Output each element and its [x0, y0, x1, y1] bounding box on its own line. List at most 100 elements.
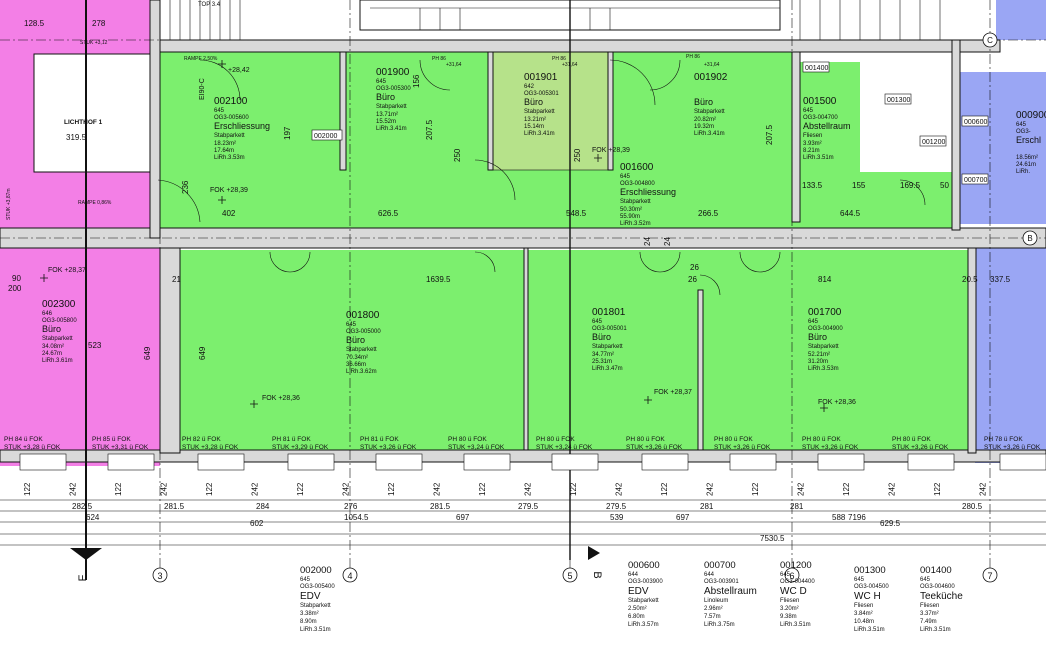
level-5: FOK +28,37: [654, 389, 692, 396]
room-perimeter: 15.14m: [524, 124, 544, 130]
room-floor: Stabparkett: [346, 347, 377, 353]
legend: 002000645OG3-005400EDVStabparkett3.38m²8…: [300, 560, 963, 633]
window-ph-label: PH 80 ü FOK: [714, 436, 753, 443]
dim-row4-value: 7530.5: [760, 534, 785, 543]
level-4: FOK +28,36: [262, 395, 300, 402]
room-ref: OG3-004700: [803, 115, 838, 121]
room-area: 3.93m²: [803, 141, 822, 147]
lichthof: [33, 53, 151, 173]
room-area: 34.77m²: [592, 352, 614, 358]
level-9: +31,64: [704, 62, 720, 68]
room-floor: Fliesen: [803, 133, 822, 139]
room-height: LiRh.3.61m: [42, 358, 73, 364]
legend-room-height: LiRh.3.57m: [628, 622, 659, 628]
window-ph-label: PH 80 ü FOK: [892, 436, 931, 443]
legend-room-perimeter: 7.49m: [920, 619, 937, 625]
partition-3: [607, 51, 614, 171]
legend-room-height: LiRh.3.51m: [780, 622, 811, 628]
legend-room-type: Teeküche: [920, 591, 963, 602]
room-area: 20.82m²: [694, 117, 716, 123]
legend-room-type: Abstellraum: [704, 586, 757, 597]
dim-row1-value: 242: [797, 482, 806, 496]
window-ph-label: PH 82 ü FOK: [182, 436, 221, 443]
window-stuk-label: STUK +3,26 ü FOK: [802, 444, 859, 451]
room-area: 50.30m²: [620, 207, 642, 213]
tag-002000: 002000: [314, 133, 337, 140]
room-number: 001900: [376, 67, 410, 78]
dim-row2-value: 280.5: [962, 502, 983, 511]
room-type: Abstellraum: [803, 121, 851, 131]
partition-2: [487, 51, 494, 171]
dim-row1-value: 122: [751, 482, 760, 496]
section-label-f: F: [77, 574, 89, 581]
tag-000600: 000600: [964, 119, 987, 126]
level-markers: +28,42 FOK +28,39 FOK +28,39 FOK +28,37 …: [48, 62, 856, 406]
window-stuk-label: STUK +3,24 ü FOK: [448, 444, 505, 451]
mdim-19: 24: [663, 237, 672, 246]
mdim-11: 200: [8, 284, 22, 293]
room-number: 001800: [346, 310, 380, 321]
window-ph-label: PH 84 ü FOK: [4, 436, 43, 443]
room-height: LiRh.3.41m: [376, 126, 407, 132]
partition-6: [697, 289, 704, 451]
legend-room-height: LiRh.3.51m: [300, 627, 331, 633]
dim-row1-value: 122: [205, 482, 214, 496]
window-niche: [551, 453, 599, 471]
legend-room-code: 644: [704, 572, 715, 578]
cdim-10: 169.5: [900, 181, 921, 190]
legend-room-area: 3.37m²: [920, 611, 939, 617]
window-niche: [287, 453, 335, 471]
section-arrow-f: [70, 548, 102, 560]
axis-label-b-right: B: [1027, 234, 1032, 243]
room-type: Büro: [694, 97, 713, 107]
cdim-3: 266.5: [698, 209, 719, 218]
room-height: LiRh.3.52m: [620, 221, 651, 227]
lichthof-label: LICHTHOF 1: [64, 119, 103, 126]
axis-label-5: 5: [567, 571, 572, 581]
window-ph-label: PH 78 ü FOK: [984, 436, 1023, 443]
dim-row2-value: 281: [700, 502, 714, 511]
room-labels: 002100645OG3-005600ErschliessungStabpark…: [42, 67, 1046, 375]
window-stuk-label: STUK +3,26 ü FOK: [984, 444, 1041, 451]
room-floor: Stabparkett: [42, 336, 73, 342]
room-type: Erschl: [1016, 135, 1041, 145]
legend-room-code: 645: [920, 577, 931, 583]
cdim-7: 337.5: [990, 275, 1011, 284]
axis-7-circle: [982, 567, 998, 583]
section-arrow-b: [588, 546, 600, 560]
legend-room-perimeter: 8.90m: [300, 619, 317, 625]
room-number: 001801: [592, 307, 626, 318]
level-crosses: [40, 60, 828, 412]
room-height: LiRh.3.41m: [524, 131, 555, 137]
room-ref: OG3-005300: [376, 86, 411, 92]
room-type: Büro: [42, 324, 61, 334]
dim-row2-value: 281.5: [164, 502, 185, 511]
window-stuk-label: STUK +3,28 ü FOK: [4, 444, 61, 451]
legend-room-floor: Linoleum: [704, 598, 728, 604]
legend-room-ref: OG3-004500: [854, 584, 889, 590]
legend-room-number: 001200: [780, 560, 812, 571]
dim-row1-value: 122: [114, 482, 123, 496]
window-ph-label: PH 80 ü FOK: [626, 436, 665, 443]
cdim-4: 644.5: [840, 209, 861, 218]
dim-row1-value: 242: [615, 482, 624, 496]
dim-row1-value: 242: [706, 482, 715, 496]
room-perimeter: 36.66m: [346, 362, 366, 368]
dim-row1-value: 242: [433, 482, 442, 496]
window-stuk-label: STUK +3,24 ü FOK: [536, 444, 593, 451]
room-perimeter: 15.52m: [376, 119, 396, 125]
mdim-20: 26: [688, 275, 697, 284]
room-height: LiRh.3.41m: [694, 131, 725, 137]
legend-room-floor: Fliesen: [854, 603, 873, 609]
room-ref: OG3-005000: [346, 329, 381, 335]
room-number: 001500: [803, 96, 837, 107]
room-perimeter: 17.64m: [214, 148, 234, 154]
dim-row2-value: 276: [344, 502, 358, 511]
mdim-0: 128.5: [24, 19, 45, 28]
axis-markers: [152, 32, 1038, 583]
window-niche: [197, 453, 245, 471]
dim-row3-value: 539: [610, 513, 624, 522]
room-001901-fill: [491, 51, 611, 171]
cdim-5: 1639.5: [426, 275, 451, 284]
